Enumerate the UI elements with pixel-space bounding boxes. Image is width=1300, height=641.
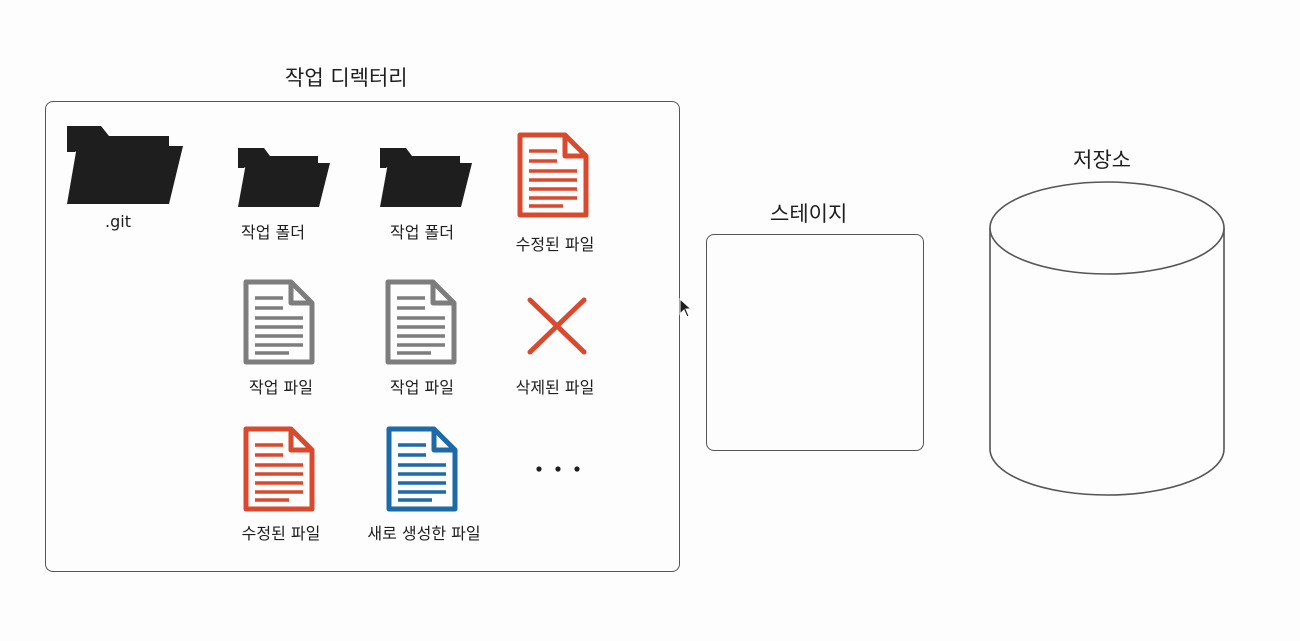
work-folder-icon (378, 145, 474, 209)
work-file-label: 작업 파일 (390, 378, 454, 397)
work-file-label: 작업 파일 (249, 378, 313, 397)
deleted-file-label: 삭제된 파일 (515, 378, 595, 397)
mouse-pointer-icon (679, 298, 693, 318)
repository-title: 저장소 (1073, 148, 1131, 172)
ellipsis-icon (533, 462, 583, 476)
git-folder-icon (65, 122, 185, 206)
staging-title: 스테이지 (770, 202, 848, 226)
work-file-icon (383, 278, 459, 366)
git-folder-label: .git (105, 212, 131, 231)
work-folder-label: 작업 폴더 (390, 223, 454, 242)
modified-file-icon (515, 131, 591, 219)
modified-file-label: 수정된 파일 (241, 524, 321, 543)
working-directory-title: 작업 디렉터리 (285, 66, 408, 90)
modified-file-label: 수정된 파일 (515, 235, 595, 254)
work-file-icon (241, 278, 317, 366)
work-folder-icon (236, 145, 332, 209)
new-file-icon (384, 425, 460, 513)
new-file-label: 새로 생성한 파일 (367, 524, 481, 543)
x-mark-icon (525, 295, 589, 357)
modified-file-icon (241, 425, 317, 513)
work-folder-label: 작업 폴더 (241, 223, 305, 242)
repository-cylinder-icon (986, 178, 1228, 502)
staging-box (706, 234, 924, 451)
